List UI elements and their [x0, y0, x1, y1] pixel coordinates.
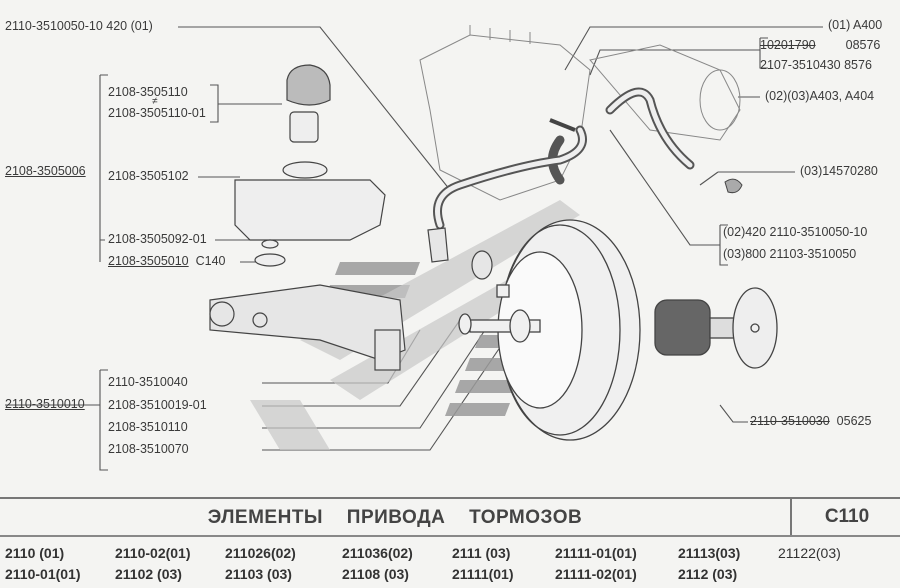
label-booster-suffix: 05625	[836, 414, 872, 428]
label-tank-cap-sep: ≠	[152, 96, 158, 107]
label-booster-code: 2110-3510030	[750, 414, 830, 428]
model-r2-6: 2112 (03)	[678, 566, 738, 582]
model-r2-1: 21102 (03)	[115, 566, 182, 582]
label-old-part-suffix: 08576	[845, 38, 881, 52]
model-r1-4: 2111 (03)	[452, 545, 511, 561]
label-bushing-suffix: C140	[195, 254, 226, 268]
model-r1-2: 211026(02)	[225, 545, 296, 561]
page-code: C110	[790, 499, 900, 535]
label-clamp: (03)14570280	[800, 164, 878, 178]
label-gasket: 2108-3505092-01	[108, 232, 207, 246]
label-a403: (02)(03)A403, A404	[765, 89, 875, 103]
model-r2-0: 2110-01(01)	[5, 566, 81, 582]
label-hose-1: (02)420 2110-3510050-10	[723, 225, 868, 239]
model-r1-0: 2110 (01)	[5, 545, 65, 561]
model-r2-3: 21108 (03)	[342, 566, 409, 582]
brake-diagram	[5, 25, 823, 471]
title-bar: ЭЛЕМЕНТЫ ПРИВОДА ТОРМОЗОВ C110	[0, 497, 900, 537]
page-title: ЭЛЕМЕНТЫ ПРИВОДА ТОРМОЗОВ	[207, 507, 583, 528]
label-c2: 2108-3510019-01	[108, 398, 207, 412]
model-r1-1: 2110-02(01)	[115, 545, 191, 561]
label-c3: 2108-3510110	[108, 420, 188, 434]
label-tank-assembly: 2108-3505006	[5, 164, 86, 178]
label-cylinder-assembly: 2110-3510010	[5, 397, 85, 411]
label-new-part: 2107-3510430 8576	[760, 58, 872, 72]
label-tank-cap-2: 2108-3505110-01	[108, 106, 206, 120]
label-a400: (01) A400	[828, 18, 883, 32]
model-r2-5: 21111-02(01)	[555, 566, 637, 582]
label-c4: 2108-3510070	[108, 442, 189, 456]
label-tank-cap-1: 2108-3505110	[108, 85, 188, 99]
model-r2-4: 21111(01)	[452, 566, 514, 582]
model-r1-7: 21122(03)	[778, 545, 841, 561]
model-r2-2: 21103 (03)	[225, 566, 292, 582]
model-r1-6: 21113(03)	[678, 545, 741, 561]
model-r1-5: 21111-01(01)	[555, 545, 637, 561]
model-r1-3: 211036(02)	[342, 545, 413, 561]
label-bushing-code: 2108-3505010	[108, 254, 189, 268]
label-top-left: 2110-3510050-10 420 (01)	[5, 19, 153, 33]
label-hose-2: (03)800 21103-3510050	[723, 247, 857, 261]
label-tank: 2108-3505102	[108, 169, 189, 183]
label-c1: 2110-3510040	[108, 375, 188, 389]
label-old-part: 10201790	[760, 38, 816, 52]
